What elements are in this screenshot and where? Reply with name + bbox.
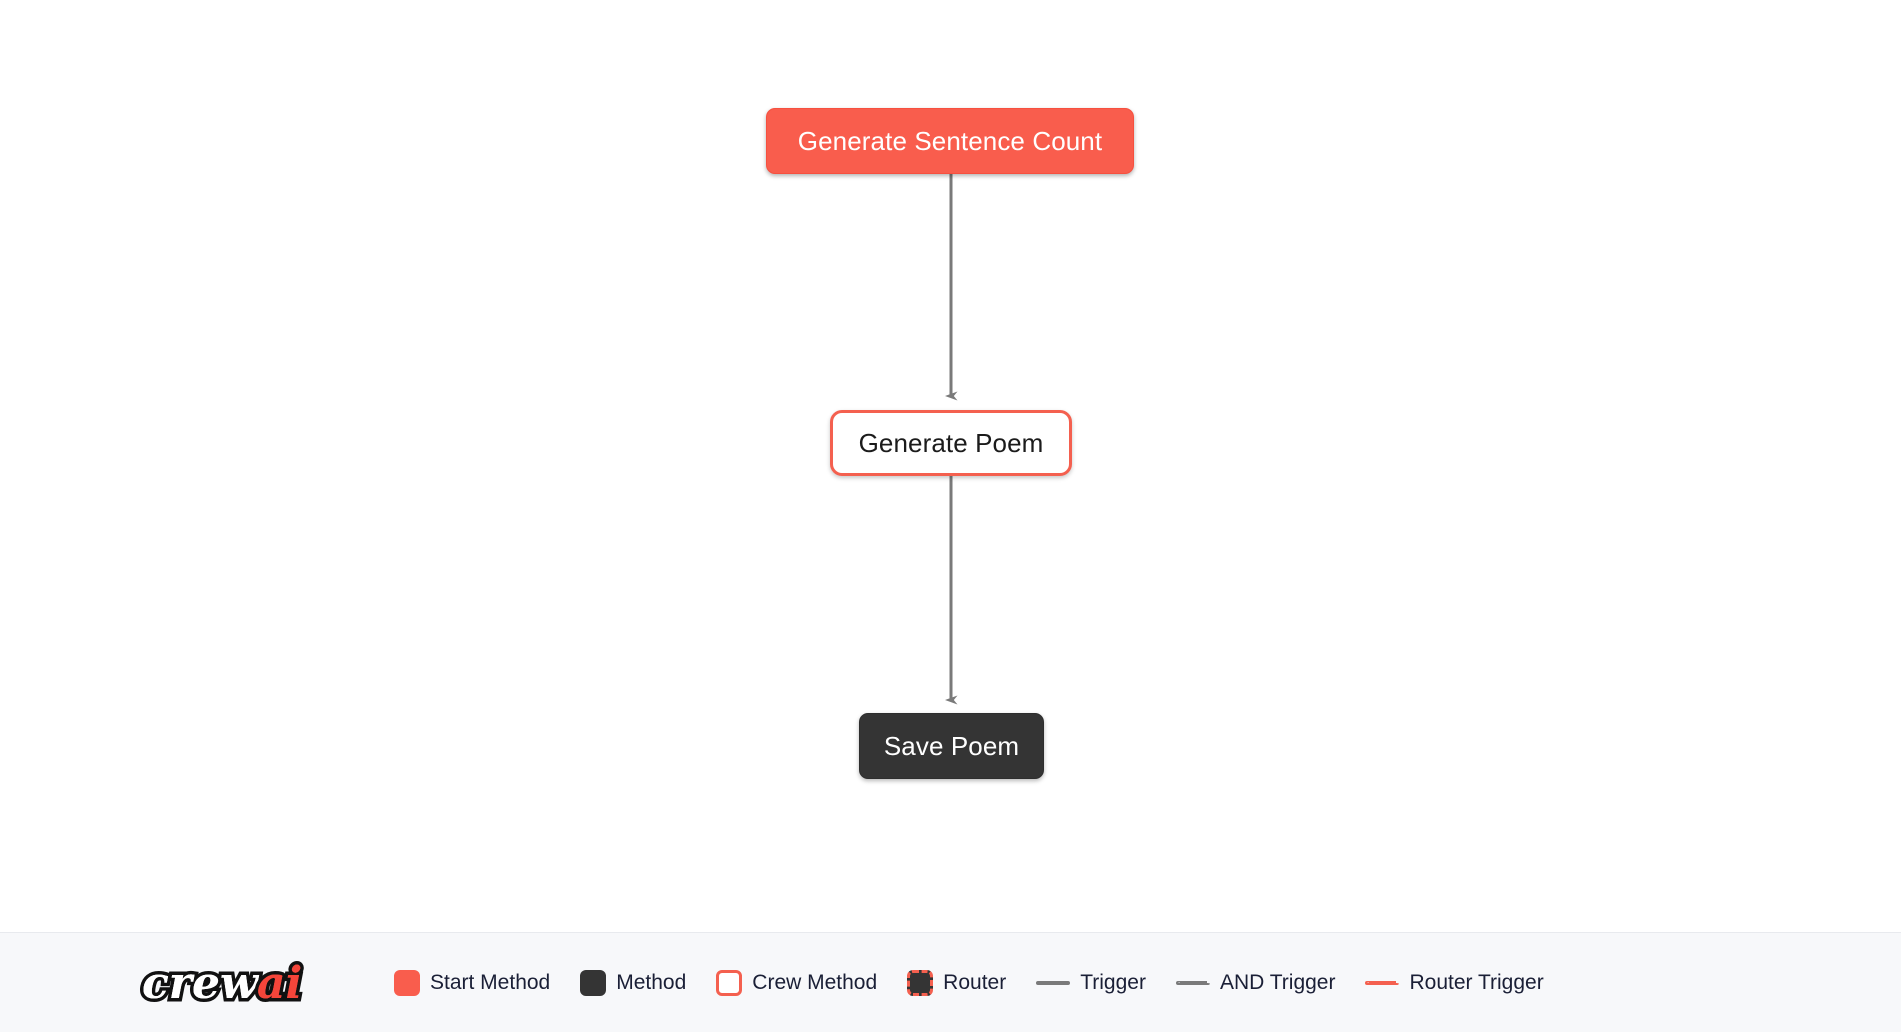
legend-item-start-method: Start Method <box>394 969 551 996</box>
crewai-logo-svg: crew crew ai ai <box>139 954 306 1012</box>
logo-text-crew: crew <box>142 958 260 1009</box>
legend-item-router: Router <box>907 969 1007 996</box>
router-swatch-icon <box>907 969 934 996</box>
node-generate-poem[interactable]: Generate Poem <box>830 410 1072 476</box>
and-trigger-line-icon <box>1175 980 1210 985</box>
legend-label: Router Trigger <box>1409 970 1544 994</box>
legend-item-method: Method <box>580 969 687 996</box>
legend-label: AND Trigger <box>1219 970 1336 994</box>
node-save-poem[interactable]: Save Poem <box>859 713 1044 779</box>
method-swatch-icon <box>580 969 607 996</box>
crew-method-swatch-icon <box>716 969 743 996</box>
node-label: Generate Poem <box>858 427 1044 458</box>
node-generate-sentence-count[interactable]: Generate Sentence Count <box>766 108 1134 174</box>
legend-items: Start Method Method Crew Method Router T… <box>394 969 1544 996</box>
node-label: Save Poem <box>883 730 1020 761</box>
start-method-swatch-icon <box>394 969 420 996</box>
legend-label: Start Method <box>430 970 551 994</box>
legend-item-trigger: Trigger <box>1036 971 1146 995</box>
logo-text-crew-fill: crew <box>142 958 260 1009</box>
legend-label: Router <box>943 970 1007 994</box>
legend-item-router-trigger: Router Trigger <box>1365 970 1544 995</box>
logo-text-ai: ai <box>257 958 302 1009</box>
node-label: Generate Sentence Count <box>797 125 1103 156</box>
legend-label: Crew Method <box>752 970 878 994</box>
legend-label: Method <box>616 970 687 994</box>
logo-text-ai-fill: ai <box>257 958 302 1009</box>
crewai-logo: crew crew ai ai <box>139 952 350 1014</box>
legend-bar: crew crew ai ai Start Method Method Crew… <box>0 932 1901 1032</box>
legend-label: Trigger <box>1080 970 1146 994</box>
flow-canvas[interactable]: Generate Sentence Count Generate Poem Sa… <box>0 0 1901 932</box>
router-trigger-line-icon <box>1365 980 1400 985</box>
legend-item-crew-method: Crew Method <box>716 969 878 996</box>
legend-item-and-trigger: AND Trigger <box>1175 970 1336 995</box>
trigger-line-icon <box>1036 980 1071 985</box>
